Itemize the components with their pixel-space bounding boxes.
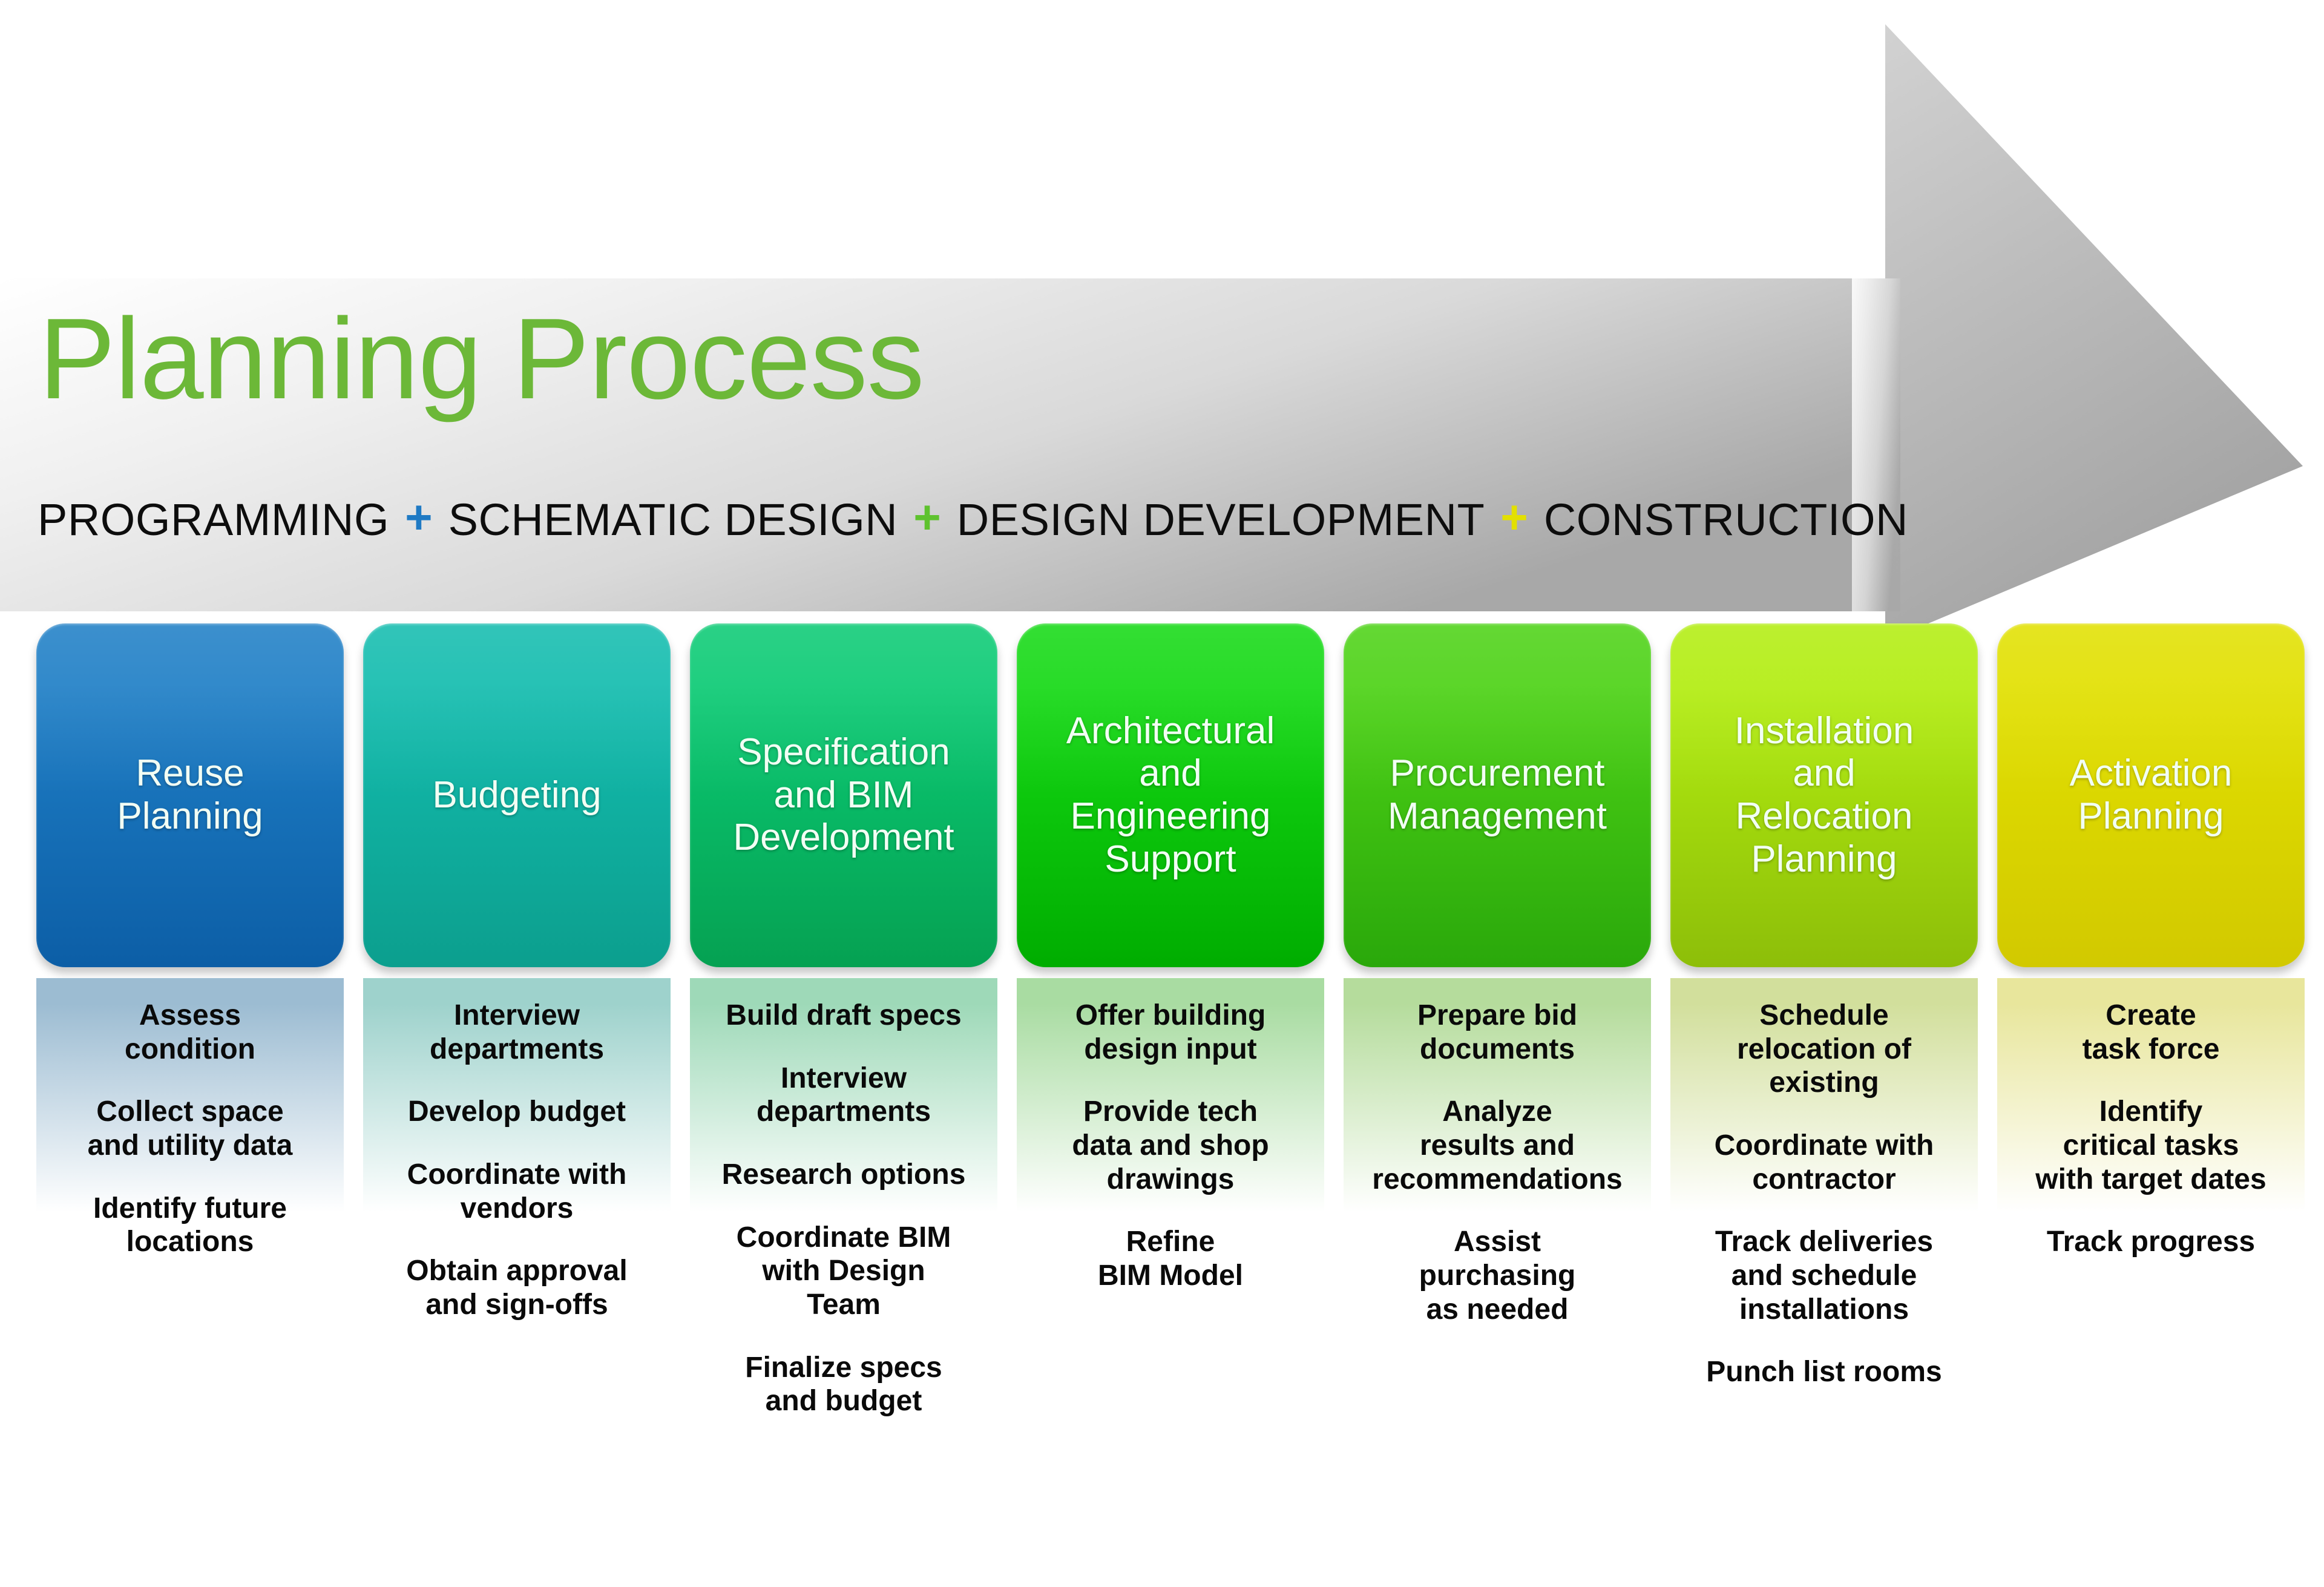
phase-label-schematic-design: SCHEMATIC DESIGN (448, 494, 898, 545)
phase-separator-plus-3: + (1500, 490, 1528, 544)
page-title: Planning Process (39, 295, 925, 423)
process-step-title: Budgeting (432, 774, 602, 816)
phase-separator-plus-1: + (405, 490, 433, 544)
task-item: Build draft specs (726, 999, 962, 1031)
phase-label-design-development: DESIGN DEVELOPMENT (956, 494, 1485, 545)
phase-label-construction: CONSTRUCTION (1543, 494, 1908, 545)
phase-label-programming: PROGRAMMING (38, 494, 390, 545)
phase-sequence: PROGRAMMING + SCHEMATIC DESIGN + DESIGN … (38, 489, 1908, 550)
task-item: Research options (721, 1158, 966, 1191)
phase-separator-plus-2: + (913, 490, 941, 544)
task-item: Punch list rooms (1706, 1356, 1942, 1388)
task-item: Develop budget (407, 1096, 626, 1128)
task-item: Track progress (2046, 1226, 2256, 1258)
process-step-card[interactable]: Budgeting (363, 623, 671, 967)
